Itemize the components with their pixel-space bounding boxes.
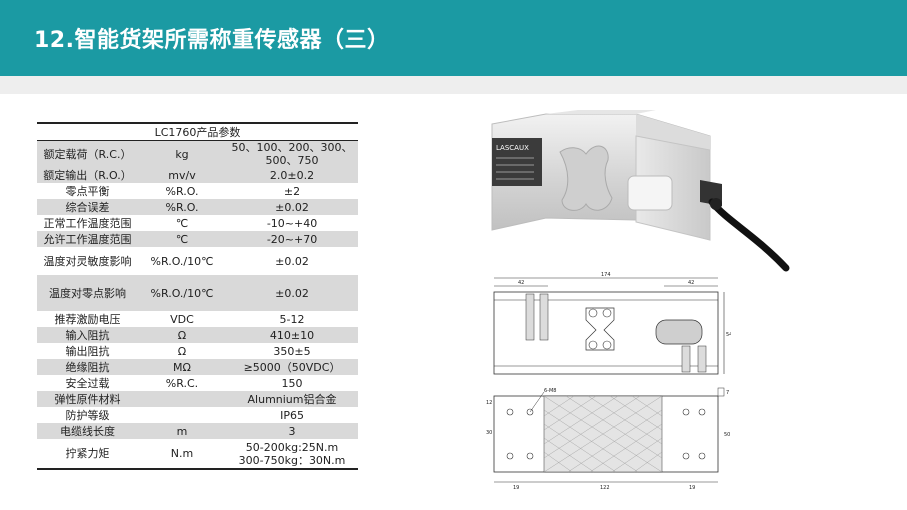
value-cell: IP65: [226, 407, 359, 423]
svg-text:7: 7: [726, 390, 729, 396]
load-cell-photo: LASCAUX: [491, 110, 790, 272]
table-row: 弹性原件材料 Alumnium铝合金: [37, 391, 359, 407]
value-cell: -20~+70: [226, 231, 359, 247]
sensor-label-plate: [492, 138, 542, 186]
unit-cell: mv/v: [138, 167, 226, 183]
value-cell: -10~+40: [226, 215, 359, 231]
unit-cell: %R.O.: [138, 183, 226, 199]
svg-text:LASCAUX: LASCAUX: [496, 144, 529, 152]
unit-cell: ℃: [138, 231, 226, 247]
value-cell: ±0.02: [226, 199, 359, 215]
param-cell: 电缆线长度: [37, 423, 138, 439]
param-cell: 绝缘阻抗: [37, 359, 138, 375]
value-cell: 150: [226, 375, 359, 391]
param-cell: 输入阻抗: [37, 327, 138, 343]
svg-text:19: 19: [689, 485, 695, 491]
param-cell: 拧紧力矩: [37, 439, 138, 470]
table-row: 正常工作温度范围℃-10~+40: [37, 215, 359, 231]
value-cell: 410±10: [226, 327, 359, 343]
table-row: 温度对灵敏度影响%R.O./10℃±0.02: [37, 247, 359, 275]
value-cell: ≥5000（50VDC）: [226, 359, 359, 375]
svg-text:174: 174: [601, 272, 611, 278]
unit-cell: [138, 391, 226, 407]
table-row: 零点平衡%R.O.±2: [37, 183, 359, 199]
param-cell: 温度对灵敏度影响: [37, 247, 138, 275]
unit-cell: N.m: [138, 439, 226, 470]
param-cell: 温度对零点影响: [37, 275, 138, 311]
value-cell: ±0.02: [226, 247, 359, 275]
value-cell: ±0.02: [226, 275, 359, 311]
param-cell: 允许工作温度范围: [37, 231, 138, 247]
header-bar: 12.智能货架所需称重传感器（三）: [0, 0, 907, 76]
svg-text:12: 12: [486, 400, 492, 406]
svg-text:30: 30: [486, 430, 492, 436]
unit-cell: MΩ: [138, 359, 226, 375]
param-cell: 防护等级: [37, 407, 138, 423]
unit-cell: [138, 407, 226, 423]
unit-cell: VDC: [138, 311, 226, 327]
param-cell: 弹性原件材料: [37, 391, 138, 407]
param-cell: 推荐激励电压: [37, 311, 138, 327]
svg-text:19: 19: [513, 485, 519, 491]
param-cell: 额定载荷（R.C.）: [37, 140, 138, 167]
unit-cell: %R.O./10℃: [138, 247, 226, 275]
param-cell: 零点平衡: [37, 183, 138, 199]
value-cell: 5-12: [226, 311, 359, 327]
table-row: 允许工作温度范围℃-20~+70: [37, 231, 359, 247]
unit-cell: kg: [138, 140, 226, 167]
unit-cell: %R.O./10℃: [138, 275, 226, 311]
value-cell: 50、100、200、300、500、750: [226, 140, 359, 167]
unit-cell: %R.C.: [138, 375, 226, 391]
param-cell: 额定输出（R.O.）: [37, 167, 138, 183]
unit-cell: ℃: [138, 215, 226, 231]
param-cell: 安全过载: [37, 375, 138, 391]
svg-text:54: 54: [726, 332, 731, 338]
param-cell: 输出阻抗: [37, 343, 138, 359]
value-cell: 350±5: [226, 343, 359, 359]
page-title: 12.智能货架所需称重传感器（三）: [34, 28, 390, 53]
svg-text:6-M8: 6-M8: [544, 388, 556, 394]
header-divider: [0, 76, 907, 94]
unit-cell: Ω: [138, 343, 226, 359]
value-cell: 2.0±0.2: [226, 167, 359, 183]
svg-text:50: 50: [724, 432, 730, 438]
param-cell: 综合误差: [37, 199, 138, 215]
unit-cell: m: [138, 423, 226, 439]
svg-text:42: 42: [688, 280, 694, 286]
svg-text:42: 42: [518, 280, 524, 286]
table-caption: LC1760产品参数: [37, 122, 359, 141]
table-row: 温度对零点影响%R.O./10℃±0.02: [37, 275, 359, 311]
svg-text:122: 122: [600, 485, 610, 491]
unit-cell: Ω: [138, 327, 226, 343]
unit-cell: %R.O.: [138, 199, 226, 215]
dimension-drawing: 174 42 42 54 6-M8 12 30 50 7 19 122 19: [486, 272, 731, 491]
value-cell: Alumnium铝合金: [226, 391, 359, 407]
table-row: 安全过载%R.C.150: [37, 375, 359, 391]
table-row: 综合误差%R.O.±0.02: [37, 199, 359, 215]
value-cell: 50-200kg:25N.m 300-750kg：30N.m: [226, 439, 359, 470]
value-cell: 3: [226, 423, 359, 439]
value-cell: ±2: [226, 183, 359, 199]
param-cell: 正常工作温度范围: [37, 215, 138, 231]
table-row: 防护等级 IP65: [37, 407, 359, 423]
